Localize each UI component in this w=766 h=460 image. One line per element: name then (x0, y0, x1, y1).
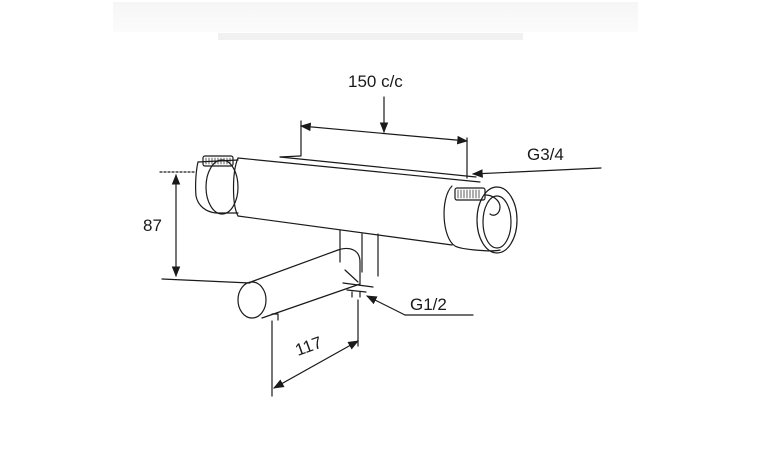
label-inlet-thread: G3/4 (527, 145, 564, 164)
dimension-150cc (299, 96, 469, 179)
leader-g12 (366, 295, 474, 316)
label-center-distance: 150 c/c (348, 72, 403, 91)
dimension-117 (271, 299, 359, 397)
right-handle-cap (443, 185, 518, 254)
mixer-body (232, 155, 481, 246)
dimension-87 (159, 171, 251, 284)
header-faded-band (113, 2, 638, 32)
spout (237, 247, 361, 321)
label-height: 87 (143, 216, 162, 235)
leader-g34 (471, 167, 602, 178)
subheader-faded-band (218, 33, 523, 40)
left-handle-cap (195, 155, 239, 215)
wall-connection (339, 229, 379, 298)
label-outlet-thread: G1/2 (410, 295, 447, 314)
